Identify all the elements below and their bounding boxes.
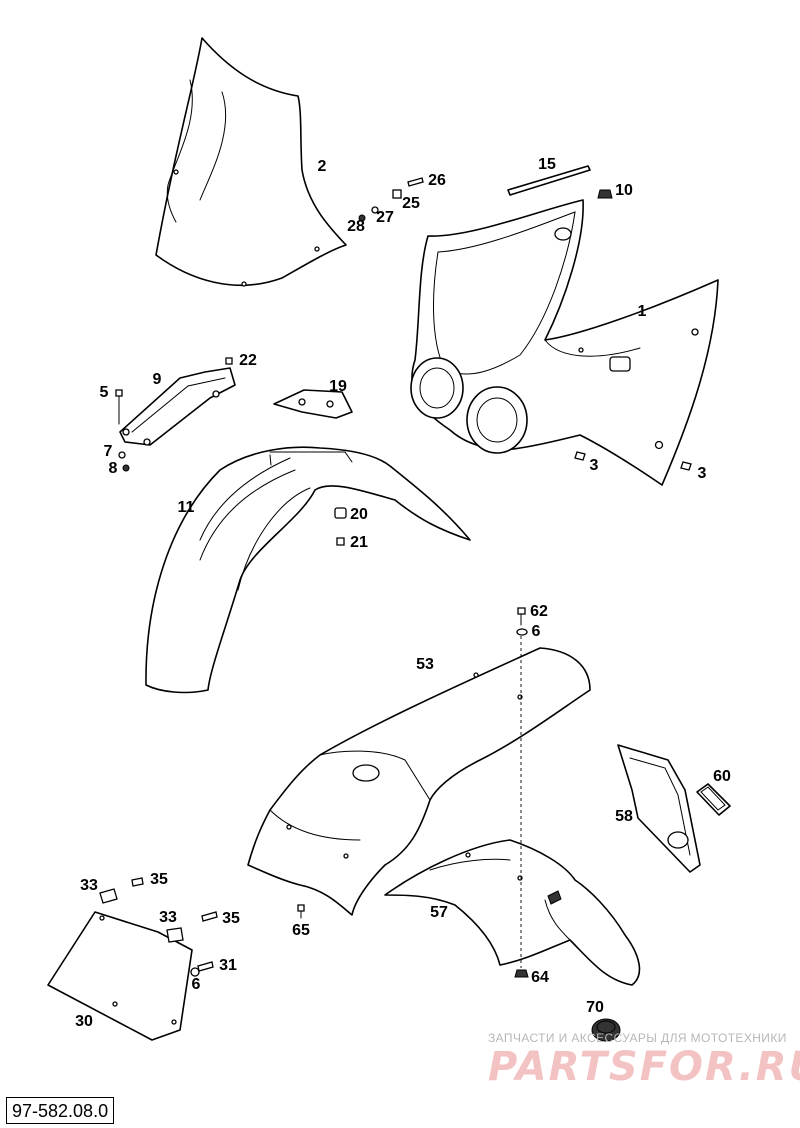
callout-57: 57	[430, 904, 448, 921]
callout-35a: 35	[150, 871, 168, 888]
plate-holder-part	[617, 744, 701, 873]
callout-28: 28	[347, 218, 365, 235]
callout-65: 65	[292, 922, 310, 939]
callout-22: 22	[239, 352, 257, 369]
callout-58: 58	[615, 808, 633, 825]
plate-part	[273, 389, 353, 419]
callout-53: 53	[416, 656, 434, 673]
watermark-logo: PARTSFOR.RU	[488, 1044, 800, 1090]
callout-7: 7	[103, 443, 113, 460]
callout-64: 64	[531, 969, 549, 986]
callout-62: 62	[530, 603, 548, 620]
grommet-part	[597, 189, 613, 199]
front-fender-part	[145, 446, 471, 694]
rear-mudguard-lower-part	[384, 839, 641, 986]
callout-33a: 33	[80, 877, 98, 894]
callout-19: 19	[329, 378, 347, 395]
callout-3a: 3	[589, 457, 599, 474]
number-plate-part	[47, 877, 218, 1041]
callout-10: 10	[615, 182, 633, 199]
trim-strip-part	[507, 165, 591, 196]
rear-fender-part	[247, 647, 591, 916]
callout-9: 9	[152, 371, 162, 388]
reflector-part	[696, 783, 731, 816]
callout-20: 20	[350, 506, 368, 523]
callout-31: 31	[219, 957, 237, 974]
callout-30: 30	[75, 1013, 93, 1030]
callout-33b: 33	[159, 909, 177, 926]
callout-5: 5	[99, 384, 109, 401]
callout-21: 21	[350, 534, 368, 551]
callout-6b: 6	[191, 976, 201, 993]
drawing-number: 97-582.08.0	[6, 1097, 115, 1124]
mounting-bracket-part	[119, 367, 236, 446]
mask-screws	[574, 451, 692, 471]
watermark-caption: ЗАПЧАСТИ И АКСЕССУАРЫ ДЛЯ МОТОТЕХНИКИ	[488, 1031, 787, 1045]
callout-2: 2	[317, 158, 327, 175]
rear-fender-hardware	[297, 607, 529, 978]
callout-1: 1	[637, 303, 647, 320]
callout-15: 15	[538, 156, 556, 173]
windscreen-part	[155, 37, 347, 287]
callout-3b: 3	[697, 465, 707, 482]
fender-hardware	[334, 507, 347, 546]
screen-hardware	[358, 177, 424, 222]
callout-27: 27	[376, 209, 394, 226]
cap-part	[591, 1018, 621, 1042]
bracket-hardware	[115, 357, 233, 472]
callout-35b: 35	[222, 910, 240, 927]
callout-60: 60	[713, 768, 731, 785]
callout-6a: 6	[531, 623, 541, 640]
callout-11: 11	[177, 499, 195, 516]
callout-26: 26	[428, 172, 446, 189]
headlight-mask-part	[410, 199, 719, 486]
callout-70: 70	[586, 999, 604, 1016]
callout-8: 8	[108, 460, 118, 477]
callout-25: 25	[402, 195, 420, 212]
